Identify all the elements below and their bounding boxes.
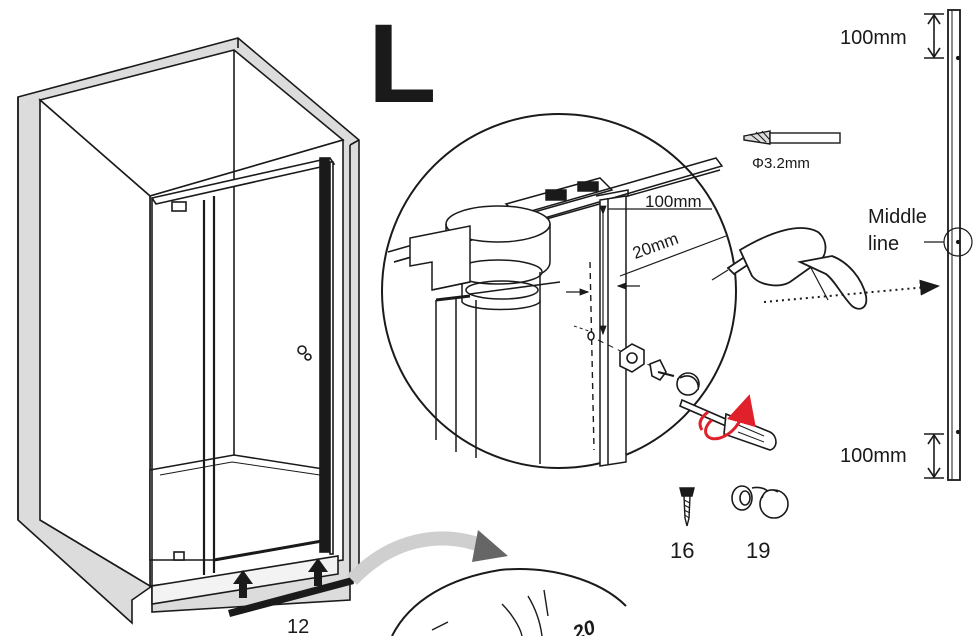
middle-line-label-1: Middle — [868, 206, 927, 228]
wall-profile — [947, 9, 961, 481]
detail-pointer-arrow — [346, 531, 491, 585]
exploded-knob-parts — [619, 343, 700, 396]
drill-bit-icon — [743, 130, 841, 145]
part-number-12: 12 — [287, 616, 309, 636]
drill-guide-line — [589, 261, 595, 451]
drill-direction-arrow — [763, 279, 940, 303]
power-drill-icon — [711, 227, 868, 310]
screwdriver-icon — [679, 398, 777, 451]
shower-enclosure — [17, 37, 360, 625]
detail-magnifier — [381, 113, 777, 469]
middle-line-label-2: line — [868, 233, 899, 255]
bottom-detail-circle — [391, 568, 627, 637]
detail-top-offset-label: 100mm — [645, 192, 702, 211]
drill-size-label: Φ3.2mm — [752, 155, 810, 172]
part-number-20: 20 — [569, 616, 598, 636]
screw-icon — [679, 487, 695, 527]
part-number-19: 19 — [746, 538, 770, 563]
rail-bottom-offset-label: 100mm — [840, 445, 907, 467]
bottom-offset-dimension — [924, 433, 944, 479]
rail-top-offset-label: 100mm — [840, 27, 907, 49]
seal-fit-arrows — [228, 558, 354, 617]
top-offset-dimension — [924, 13, 944, 59]
rotation-arrow-icon — [704, 394, 756, 441]
handle-knob-icon — [731, 485, 789, 519]
step-letter: L — [368, 1, 436, 126]
seal-strip-icon — [228, 577, 354, 617]
part-number-16: 16 — [670, 538, 694, 563]
